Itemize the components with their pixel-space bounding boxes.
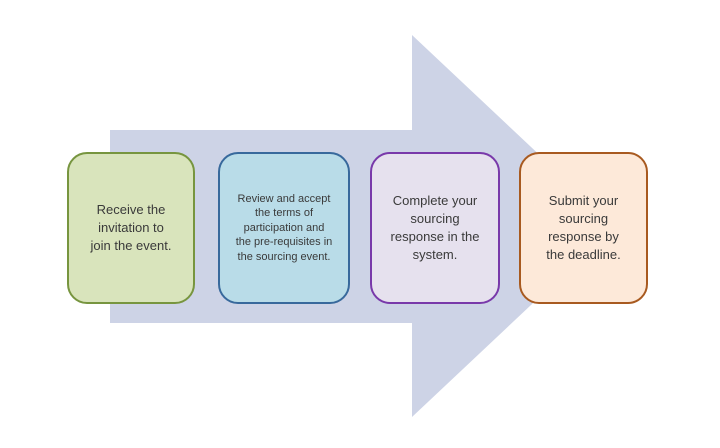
- step-box-receive-invitation: Receive the invitation to join the event…: [67, 152, 195, 304]
- step-text: Complete your sourcing response in the s…: [390, 193, 480, 262]
- step-box-submit-response: Submit your sourcing response by the dea…: [519, 152, 648, 304]
- step-text: Review and accept the terms of participa…: [235, 192, 333, 263]
- step-text: Submit your sourcing response by the dea…: [546, 193, 621, 262]
- step-box-complete-response: Complete your sourcing response in the s…: [370, 152, 500, 304]
- step-text: Receive the invitation to join the event…: [90, 202, 172, 253]
- right-arrow-shape: [110, 35, 615, 417]
- step-box-review-terms: Review and accept the terms of participa…: [218, 152, 350, 304]
